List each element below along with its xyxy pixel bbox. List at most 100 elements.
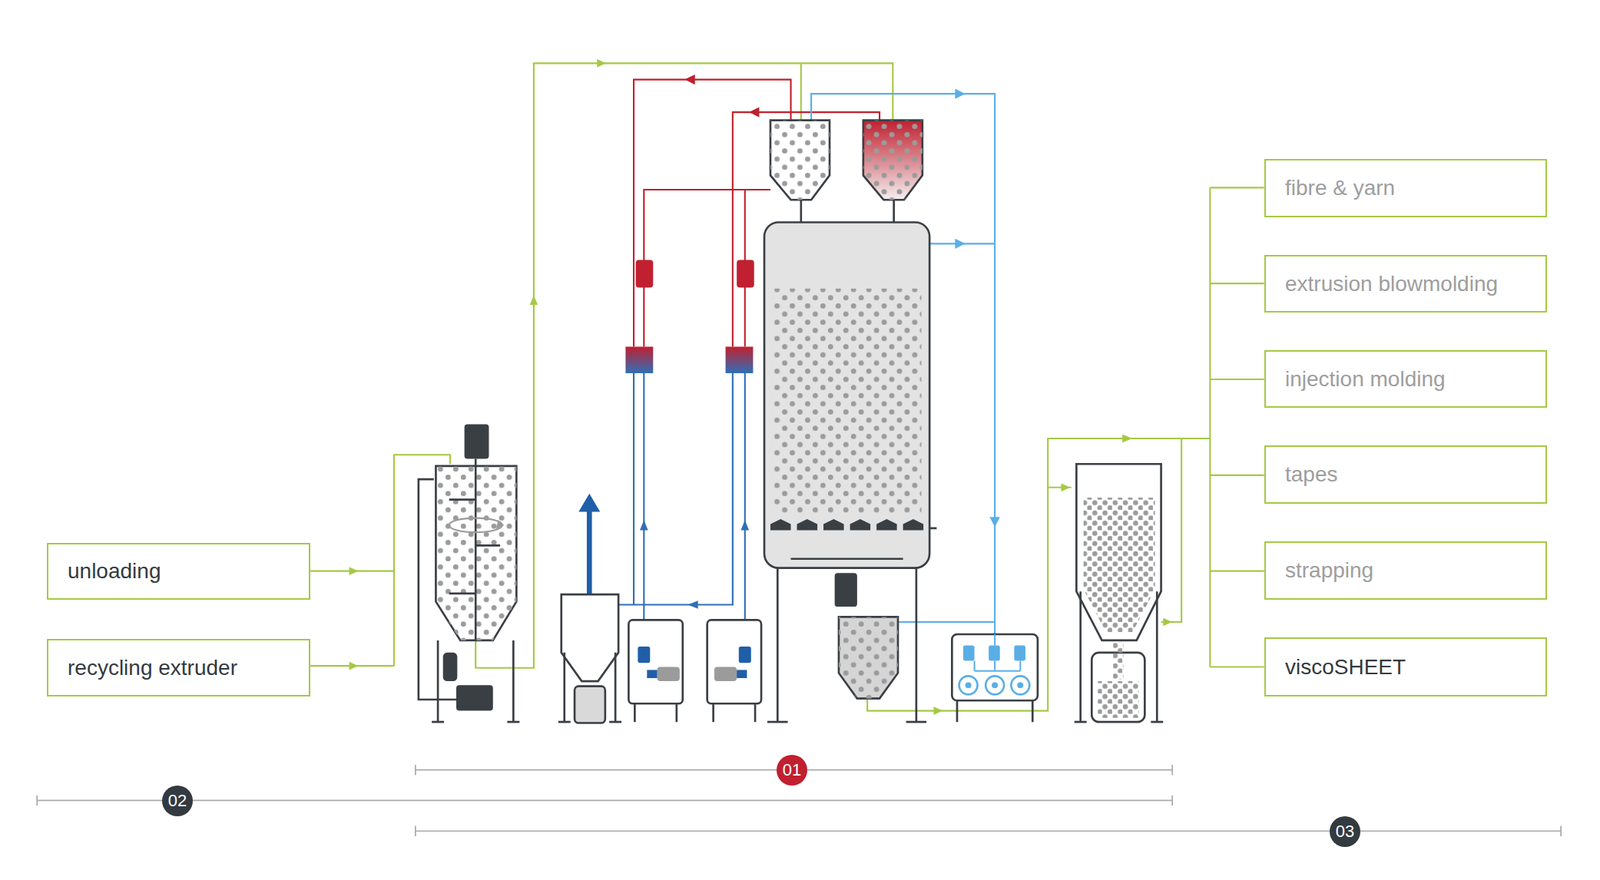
blower bbox=[628, 619, 762, 723]
ssp-reactor bbox=[772, 288, 922, 514]
product-silo bbox=[1076, 463, 1161, 641]
cooler-parts bbox=[963, 645, 975, 662]
cooler-parts bbox=[1016, 682, 1024, 689]
mixer-tank bbox=[449, 459, 501, 641]
heat-exchanger bbox=[725, 346, 754, 374]
cold-gas-arrowheads bbox=[687, 600, 698, 610]
feed-hopper bbox=[770, 120, 830, 201]
cooler-parts bbox=[1013, 645, 1026, 662]
box-label: recycling extruder bbox=[67, 655, 238, 681]
ssp-reactor bbox=[764, 221, 937, 723]
discharge-hopper bbox=[838, 616, 898, 699]
blower-parts bbox=[657, 666, 680, 682]
mixer-motor bbox=[456, 685, 494, 711]
blower-parts bbox=[637, 646, 650, 663]
feed-hopper bbox=[863, 120, 923, 201]
output-box: injection molding bbox=[1264, 350, 1547, 408]
cooling-arrowheads bbox=[954, 238, 965, 249]
ssp-reactor bbox=[764, 221, 930, 568]
cold-gas-arrowheads bbox=[639, 520, 749, 610]
cooler bbox=[951, 634, 1038, 701]
cooler bbox=[951, 634, 1038, 723]
range-lines bbox=[415, 826, 1561, 837]
heat-exchanger bbox=[625, 346, 753, 374]
filter bbox=[558, 594, 622, 723]
hot-gas-arrowheads bbox=[636, 74, 760, 289]
output-box: unloading bbox=[46, 543, 311, 600]
heat-exchanger bbox=[625, 346, 653, 374]
product-arrowheads bbox=[1060, 483, 1070, 492]
blower-parts bbox=[736, 669, 747, 679]
mixer-motor bbox=[464, 424, 490, 459]
reactor-cones bbox=[903, 519, 925, 531]
product-line bbox=[310, 454, 451, 666]
product-arrowheads bbox=[933, 706, 943, 716]
exhaust-arrow bbox=[578, 493, 600, 513]
cooling-arrowheads bbox=[954, 89, 1000, 528]
cooler-parts bbox=[985, 675, 1004, 695]
reactor-cones bbox=[823, 519, 845, 531]
reactor-cones bbox=[770, 519, 924, 607]
box-label: viscoSHEET bbox=[1285, 655, 1406, 680]
ssp-reactor bbox=[767, 528, 937, 723]
cooling-arrowheads bbox=[989, 516, 1000, 527]
cold-gas-arrowheads bbox=[740, 520, 749, 531]
product-silo bbox=[1074, 463, 1164, 723]
callout-number: 03 bbox=[1329, 816, 1361, 848]
box-label: strapping bbox=[1285, 558, 1374, 584]
box-label: unloading bbox=[67, 559, 161, 584]
product-line bbox=[1209, 187, 1264, 667]
cold-gas-line bbox=[618, 373, 746, 650]
feed-hopper bbox=[801, 199, 895, 222]
reactor-cones bbox=[797, 519, 819, 531]
box-label: fibre & yarn bbox=[1285, 175, 1395, 201]
exhaust-arrow bbox=[586, 507, 593, 595]
callout-number: 01 bbox=[776, 755, 808, 786]
mixer-motor bbox=[443, 424, 494, 711]
cold-gas-line bbox=[618, 373, 746, 650]
feed-hopper bbox=[770, 120, 923, 223]
product-silo bbox=[1083, 497, 1156, 633]
discharge-hopper bbox=[838, 616, 898, 699]
blower bbox=[628, 619, 683, 704]
filter bbox=[561, 594, 619, 682]
cooler-parts bbox=[1010, 675, 1030, 695]
hot-gas-arrowheads bbox=[636, 260, 654, 289]
product-arrowheads bbox=[530, 295, 539, 305]
output-box: extrusion blowmolding bbox=[1264, 255, 1547, 313]
reactor-cones bbox=[834, 573, 858, 607]
feed-hopper bbox=[863, 120, 923, 201]
product-arrowheads bbox=[1162, 618, 1173, 627]
mixer-tank bbox=[418, 459, 520, 723]
product-silo bbox=[1113, 642, 1123, 680]
product-arrowheads bbox=[1122, 434, 1133, 444]
reactor-cones bbox=[770, 519, 792, 531]
hot-gas-arrowheads bbox=[748, 106, 759, 117]
output-box: strapping bbox=[1264, 541, 1547, 600]
mixer-motor bbox=[443, 652, 458, 682]
reactor-cones bbox=[850, 519, 872, 531]
discharge-hopper bbox=[838, 616, 898, 699]
cooler-parts bbox=[974, 634, 1021, 672]
cooler-parts bbox=[991, 682, 998, 689]
box-label: tapes bbox=[1285, 462, 1339, 487]
product-arrowheads bbox=[349, 662, 359, 671]
blower-parts bbox=[637, 646, 751, 682]
blower-parts bbox=[646, 669, 657, 679]
blower bbox=[707, 619, 762, 704]
cooler bbox=[957, 700, 1033, 723]
cold-gas-arrowheads bbox=[639, 520, 649, 531]
blower-parts bbox=[714, 666, 737, 682]
filter bbox=[574, 686, 606, 724]
cooler-parts bbox=[965, 682, 972, 689]
output-box: tapes bbox=[1264, 445, 1547, 504]
product-silo bbox=[1074, 591, 1164, 723]
product-arrowheads bbox=[349, 566, 359, 576]
mixer-tank bbox=[496, 520, 505, 530]
box-label: extrusion blowmolding bbox=[1285, 271, 1498, 297]
product-arrowheads bbox=[349, 59, 1173, 716]
output-box: fibre & yarn bbox=[1264, 159, 1547, 218]
mixer-tank bbox=[449, 518, 503, 534]
